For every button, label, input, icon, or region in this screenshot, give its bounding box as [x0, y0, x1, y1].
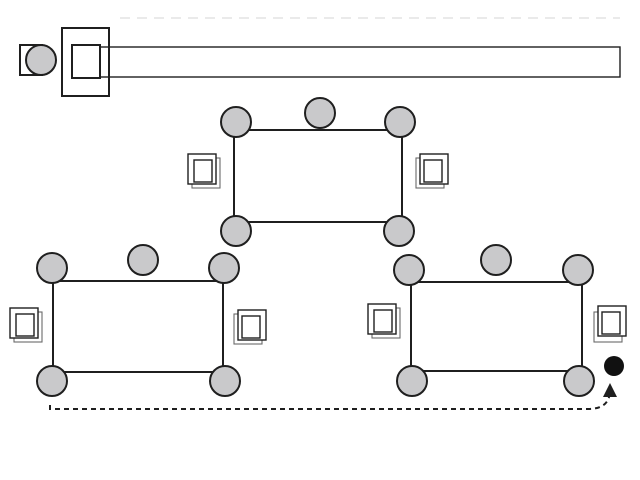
node-top-tr [384, 106, 416, 138]
cluster-left-frame [52, 280, 224, 373]
node-right-tc [480, 244, 512, 276]
stacked-squares-icon [233, 309, 267, 345]
node-left-br [209, 365, 241, 397]
node-top-tl [220, 106, 252, 138]
rail-bar [99, 46, 621, 78]
node-left-bl [36, 365, 68, 397]
cluster-right-frame [410, 281, 583, 372]
dashed-return-path [49, 383, 617, 410]
cluster-right [367, 244, 627, 397]
cluster-top-frame [233, 129, 403, 223]
rail-end-node [25, 44, 57, 76]
node-right-tr [562, 254, 594, 286]
carriage-outer [61, 27, 110, 97]
node-top-tc [304, 97, 336, 129]
stacked-squares-icon [415, 153, 449, 189]
stacked-squares-icon [593, 305, 627, 343]
top-rail [19, 27, 621, 97]
cluster-left [9, 244, 267, 397]
stacked-squares-icon [367, 303, 401, 339]
stacked-squares-icon [9, 307, 43, 343]
node-top-bl [220, 215, 252, 247]
node-left-tr [208, 252, 240, 284]
cluster-top [187, 97, 449, 247]
end-marker-dot [604, 356, 624, 376]
node-top-br [383, 215, 415, 247]
carriage-inner [71, 44, 101, 79]
node-right-bl [396, 365, 428, 397]
node-right-tl [393, 254, 425, 286]
node-left-tc [127, 244, 159, 276]
stacked-squares-icon [187, 153, 221, 189]
node-right-br [563, 365, 595, 397]
node-left-tl [36, 252, 68, 284]
